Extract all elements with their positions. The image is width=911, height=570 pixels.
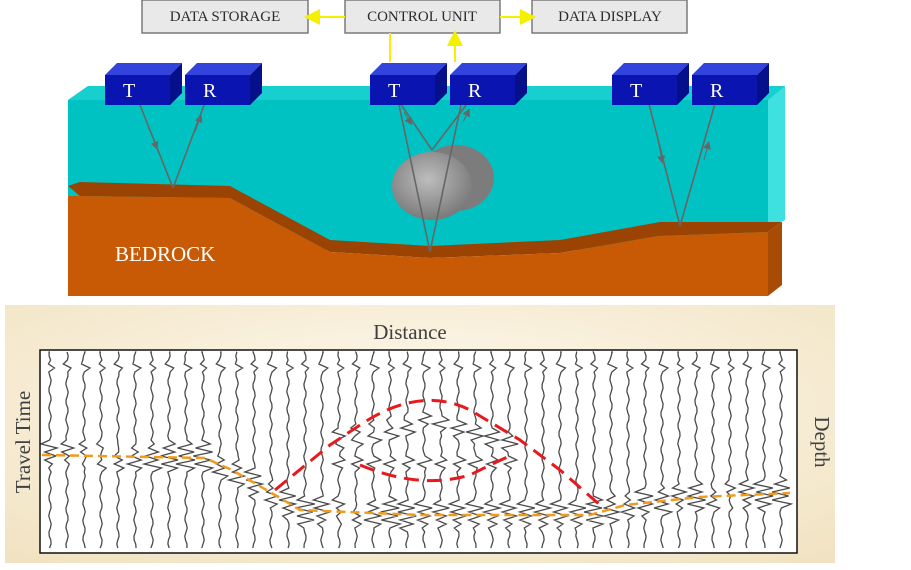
trace-32 bbox=[583, 351, 606, 549]
trace-24 bbox=[447, 351, 469, 549]
bedrock-label: BEDROCK bbox=[115, 242, 215, 266]
receiver-box: R bbox=[450, 63, 527, 105]
trace-28 bbox=[515, 351, 535, 549]
trace-1 bbox=[59, 351, 76, 549]
trace-36 bbox=[652, 351, 674, 549]
trace-39 bbox=[704, 351, 722, 549]
receiver-box: R bbox=[692, 63, 769, 105]
trace-17 bbox=[330, 351, 347, 549]
trace-38 bbox=[685, 351, 706, 549]
trace-15 bbox=[295, 351, 315, 549]
trace-9 bbox=[193, 351, 215, 549]
trace-6 bbox=[141, 351, 164, 549]
trace-34 bbox=[619, 351, 637, 549]
trace-12 bbox=[242, 351, 265, 549]
trace-43 bbox=[771, 351, 794, 549]
trace-41 bbox=[736, 351, 757, 549]
trace-14 bbox=[278, 351, 298, 549]
trace-5 bbox=[125, 351, 144, 549]
trace-40 bbox=[724, 351, 737, 549]
transmitter-label: T bbox=[630, 80, 642, 102]
trace-35 bbox=[633, 351, 655, 549]
receiver-label: R bbox=[710, 80, 724, 102]
trace-42 bbox=[751, 351, 774, 549]
control-unit-box: CONTROL UNIT bbox=[344, 0, 501, 34]
trace-8 bbox=[175, 351, 197, 549]
depth-axis-label: Depth bbox=[810, 416, 834, 468]
trace-16 bbox=[311, 351, 332, 549]
transmitter-box: T bbox=[105, 63, 182, 105]
ray-2a bbox=[397, 99, 431, 253]
trace-37 bbox=[669, 351, 689, 549]
trace-7 bbox=[160, 351, 180, 549]
radargram-panel: Distance Travel Time Depth bbox=[5, 305, 835, 563]
travel-time-axis-label: Travel Time bbox=[11, 391, 35, 494]
object-reflector-outer bbox=[274, 398, 601, 507]
bedrock-reflector-line bbox=[41, 453, 791, 517]
data-storage-label: DATA STORAGE bbox=[170, 9, 281, 25]
control-unit-label: CONTROL UNIT bbox=[367, 9, 477, 25]
transmitter-label: T bbox=[123, 80, 135, 102]
bedrock-layer: BEDROCK bbox=[68, 182, 782, 296]
ray-2c bbox=[397, 99, 433, 151]
trace-19 bbox=[363, 351, 384, 549]
ray-2b bbox=[429, 99, 463, 253]
trace-0 bbox=[38, 351, 60, 549]
trace-11 bbox=[226, 351, 247, 549]
distance-axis-label: Distance bbox=[373, 320, 446, 344]
trace-18 bbox=[349, 351, 365, 549]
data-display-label: DATA DISPLAY bbox=[558, 9, 662, 25]
trace-29 bbox=[532, 351, 554, 549]
trace-20 bbox=[380, 351, 403, 549]
data-storage-box: DATA STORAGE bbox=[141, 0, 309, 34]
trace-10 bbox=[210, 351, 230, 549]
trace-13 bbox=[262, 351, 280, 549]
ray-3b bbox=[679, 99, 717, 227]
receiver-label: R bbox=[203, 80, 217, 102]
radargram-frame bbox=[39, 349, 798, 554]
trace-33 bbox=[601, 351, 622, 549]
data-display-box: DATA DISPLAY bbox=[531, 0, 688, 34]
trace-2 bbox=[77, 351, 92, 549]
transmitter-box: T bbox=[370, 63, 447, 105]
trace-3 bbox=[95, 351, 108, 549]
control-flow-arrows bbox=[304, 9, 536, 62]
object-reflector-inner bbox=[359, 453, 513, 483]
receiver-box: R bbox=[185, 63, 262, 105]
trace-4 bbox=[112, 351, 126, 549]
receiver-label: R bbox=[468, 80, 482, 102]
ray-2d bbox=[431, 99, 471, 151]
transmitter-label: T bbox=[388, 80, 400, 102]
transmitter-box: T bbox=[612, 63, 689, 105]
ray-paths bbox=[137, 99, 717, 253]
